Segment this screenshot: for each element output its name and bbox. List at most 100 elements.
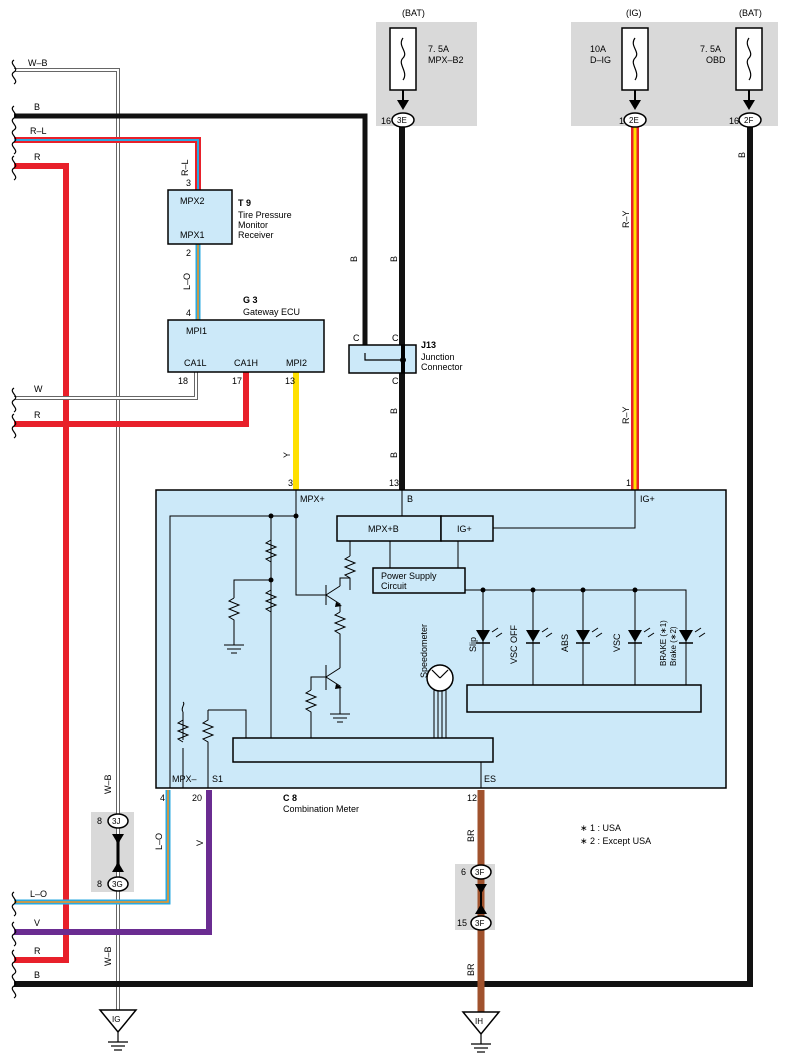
- wire-label-b-3: B: [389, 408, 399, 414]
- ground-ig-icon: IG: [98, 1009, 138, 1051]
- led-label-slip: Slip: [468, 637, 478, 652]
- led-slip-icon: [476, 627, 503, 644]
- t9-pin-mpx1: MPX1: [180, 230, 205, 240]
- svg-text:Power Supply: Power Supply: [381, 571, 437, 581]
- fuse-rating-obd: 7. 5A: [700, 44, 721, 54]
- c8-box-ig: [440, 515, 494, 542]
- wire-b-top: [14, 113, 368, 353]
- wire-label-r-top: R: [34, 152, 41, 162]
- wire-label-r-y-lower: R–Y: [621, 406, 631, 424]
- transistor-arrow-icon: [335, 684, 342, 689]
- g3-pin-18: 18: [178, 376, 188, 386]
- t9-name-3: Receiver: [238, 230, 274, 240]
- c8-name: Combination Meter: [283, 804, 359, 814]
- connector-3e: 16 3E: [381, 90, 415, 128]
- svg-text:15: 15: [457, 918, 467, 928]
- j13-junction-connector: C C C J13 Junction Connector B B B B: [348, 256, 463, 458]
- c8-power-supply-circuit: [372, 567, 466, 594]
- ground-ih-icon: IH: [461, 1011, 501, 1053]
- g3-pin-ca1l: CA1L: [184, 358, 207, 368]
- connector-arrow-icon: [112, 862, 124, 872]
- wire-label-r-y-upper: R–Y: [621, 210, 631, 228]
- c8-pin-1: 1: [626, 478, 631, 488]
- led-vsc-off-icon: [526, 627, 553, 644]
- wire-label-br-upper: BR: [466, 829, 476, 842]
- svg-text:IG+: IG+: [457, 524, 472, 534]
- led-label-brake-1: BRAKE (∗1): [659, 620, 668, 666]
- connector-arrow-icon: [475, 884, 487, 894]
- svg-text:IH: IH: [475, 1017, 483, 1026]
- g3-pin-mpi2: MPI2: [286, 358, 307, 368]
- wire-label-b-4: B: [389, 452, 399, 458]
- svg-text:2F: 2F: [744, 116, 753, 125]
- junction-3f: 3F 6 3F 15: [455, 864, 495, 931]
- g3-pin-4: 4: [186, 308, 191, 318]
- c8-speedometer-label: Speedometer: [419, 624, 429, 678]
- wire-label-b-1: B: [349, 256, 359, 262]
- connector-2f: 16 2F: [729, 90, 762, 128]
- led-brake-icon: [679, 627, 706, 644]
- j13-pin-c-left: C: [353, 333, 360, 343]
- fuse-source-bat-1: (BAT): [402, 8, 425, 18]
- c8-pin-mpx-minus: MPX–: [172, 774, 197, 784]
- wire-label-r-bottom: R: [34, 946, 41, 956]
- t9-code: T 9: [238, 198, 251, 208]
- svg-text:3G: 3G: [112, 880, 123, 889]
- svg-text:16: 16: [381, 116, 391, 126]
- fuse-name-obd: OBD: [706, 55, 726, 65]
- svg-text:16: 16: [729, 116, 739, 126]
- fuse-obd: [735, 27, 763, 91]
- wire-label-l-o: L–O: [30, 889, 47, 899]
- fuse-source-ig: (IG): [626, 8, 642, 18]
- note-except-usa: ∗ 2 : Except USA: [580, 836, 651, 846]
- g3-code: G 3: [243, 295, 258, 305]
- t9-name-2: Monitor: [238, 220, 268, 230]
- c8-pin-20: 20: [192, 793, 202, 803]
- fuse-element-icon: [400, 37, 406, 81]
- svg-text:3J: 3J: [112, 817, 120, 826]
- led-vsc-icon: [628, 627, 655, 644]
- wire-r-loop: [14, 163, 69, 963]
- wire-label-b: B: [34, 102, 40, 112]
- c8-pin-4: 4: [160, 793, 165, 803]
- svg-text:6: 6: [461, 867, 466, 877]
- svg-text:3F: 3F: [475, 868, 484, 877]
- wire-l-o-c8: [14, 790, 171, 905]
- wire-label-w-b: W–B: [28, 58, 48, 68]
- wire-label-w-b-upper: W–B: [103, 774, 113, 794]
- led-label-vsc-off: VSC OFF: [509, 624, 519, 664]
- g3-pin-17: 17: [232, 376, 242, 386]
- fuse-name-mpx-b2: MPX–B2: [428, 55, 464, 65]
- c8-pin-ig-plus: IG+: [640, 494, 655, 504]
- junction-3j-3g: 3J 8 3G 8: [91, 812, 134, 892]
- t9-wire-r-l: R–L: [180, 159, 190, 176]
- t9-name-1: Tire Pressure: [238, 210, 292, 220]
- wire-label-b-2: B: [389, 256, 399, 262]
- svg-text:8: 8: [97, 816, 102, 826]
- c8-box-mpx-b: [336, 515, 442, 542]
- g3-name: Gateway ECU: [243, 307, 300, 317]
- svg-text:Circuit: Circuit: [381, 581, 407, 591]
- svg-text:3F: 3F: [475, 919, 484, 928]
- wire-r-l: [14, 137, 201, 190]
- led-abs-icon: [576, 627, 603, 644]
- wire-label-obd-b: B: [737, 152, 747, 158]
- c8-pin-13: 13: [389, 478, 399, 488]
- j13-name-2: Connector: [421, 362, 463, 372]
- fuse-mpx-b2: [389, 27, 417, 91]
- wire-label-b-bottom: B: [34, 970, 40, 980]
- t9-tire-pressure-receiver: MPX2 MPX1 T 9 Tire Pressure Monitor Rece…: [167, 159, 292, 290]
- j13-pin-c-right: C: [392, 333, 399, 343]
- c8-combination-meter: 3 13 1 MPX+ B IG+: [155, 478, 727, 814]
- fuse-name-d-ig: D–IG: [590, 55, 611, 65]
- wire-b-obd: [14, 126, 753, 987]
- wire-label-w: W: [34, 384, 43, 394]
- fuse-element-icon: [746, 37, 752, 81]
- note-usa: ∗ 1 : USA: [580, 823, 621, 833]
- c8-code: C 8: [283, 793, 297, 803]
- c8-junction-dots: [268, 513, 638, 593]
- wire-label-v: V: [195, 840, 205, 846]
- t9-wire-l-o: L–O: [182, 273, 192, 290]
- j13-code: J13: [421, 340, 436, 350]
